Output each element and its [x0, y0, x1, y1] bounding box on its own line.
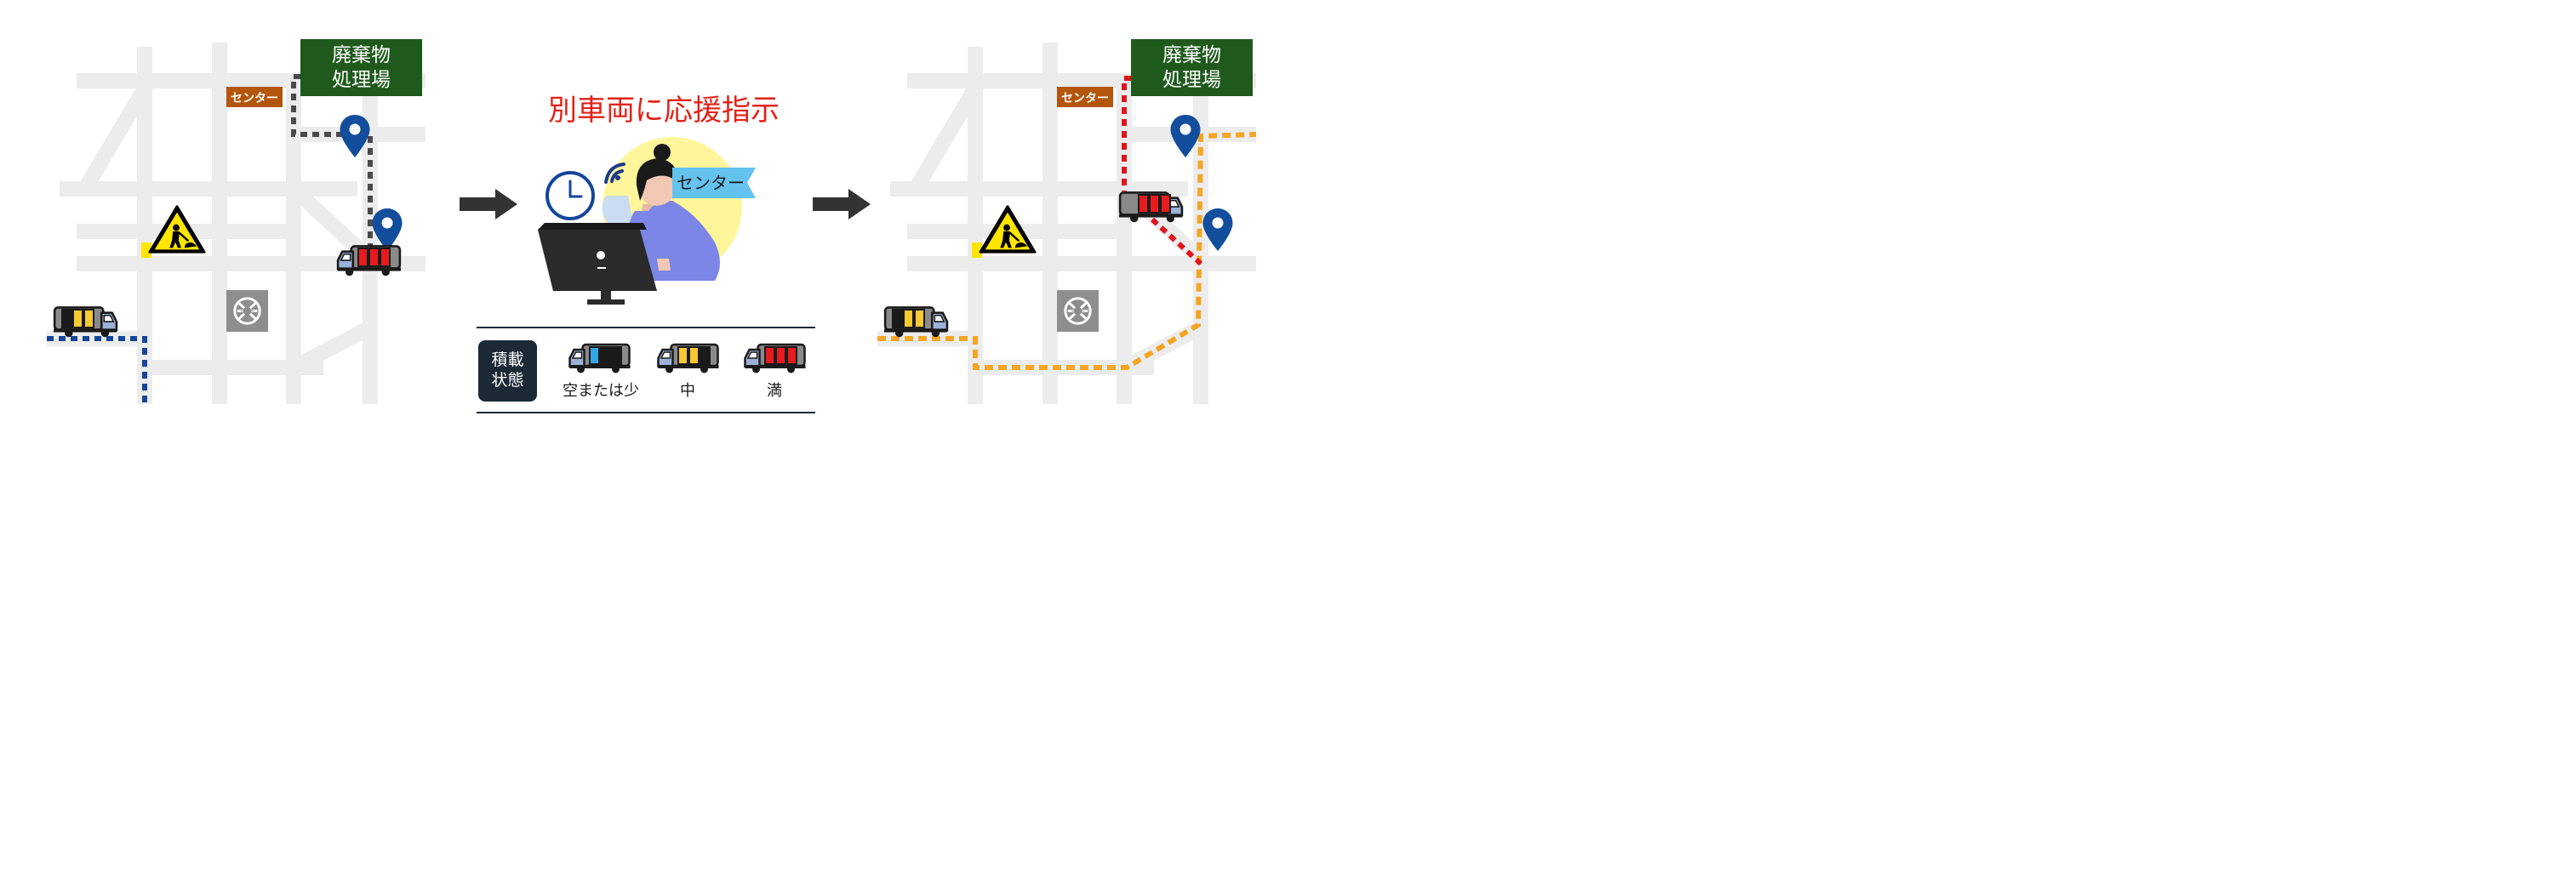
- legend-label-empty: 空または少: [563, 382, 639, 400]
- legend-item-empty: 空または少: [563, 343, 639, 400]
- waste-facility-label: 廃棄物 処理場: [1162, 43, 1221, 91]
- roadwork-marker: [141, 242, 151, 258]
- instruction-title: 別車両に応援指示: [548, 94, 780, 128]
- after-map: 廃棄物 処理場 センター: [877, 39, 1256, 404]
- crossing-sign-icon: [1057, 290, 1099, 332]
- waste-facility-sign[interactable]: [1131, 39, 1253, 96]
- garbage-truck-full[interactable]: [336, 245, 403, 277]
- support-route-orange: [877, 132, 1257, 370]
- operator-person-icon: [627, 144, 720, 281]
- speech-flag: [672, 168, 756, 198]
- arrow-right-icon: [813, 189, 871, 219]
- waste-facility-label: 廃棄物 処理場: [332, 43, 391, 91]
- legend-heading: 積載 状態: [491, 350, 524, 390]
- wifi-signal-icon: [604, 162, 625, 184]
- crossing-sign-icon: [226, 290, 268, 332]
- center-label: センター: [1061, 92, 1109, 105]
- center-label: センター: [231, 92, 278, 105]
- garbage-truck-full[interactable]: [1117, 191, 1184, 224]
- collection-route-blue: [47, 336, 147, 404]
- center-sign[interactable]: センター: [1057, 87, 1113, 107]
- waste-facility-sign[interactable]: [300, 39, 422, 96]
- light-beam: [602, 196, 634, 228]
- center-sign[interactable]: センター: [226, 87, 283, 107]
- legend-label-full: 満: [767, 382, 782, 400]
- legend-label-mid: 中: [680, 382, 695, 400]
- garbage-truck-mid[interactable]: [52, 306, 118, 339]
- collection-route-gray: [291, 74, 373, 255]
- legend-heading-box: [478, 340, 537, 402]
- load-legend: 積載 状態 空または少 中 満: [477, 327, 815, 413]
- before-map: 廃棄物 処理場 センター: [47, 39, 426, 404]
- roadwork-marker: [972, 242, 982, 258]
- operator-panel: 別車両に応援指示 センター: [477, 94, 815, 413]
- legend-item-mid: 中: [657, 343, 720, 400]
- speech-flag-label: センター: [677, 173, 745, 193]
- arrow-right-icon: [460, 189, 517, 219]
- clock-icon: [545, 171, 595, 220]
- garbage-truck-mid[interactable]: [882, 306, 949, 339]
- computer-monitor-icon[interactable]: [538, 223, 657, 305]
- legend-item-full: 満: [744, 343, 807, 400]
- collection-route-red: [1122, 76, 1203, 266]
